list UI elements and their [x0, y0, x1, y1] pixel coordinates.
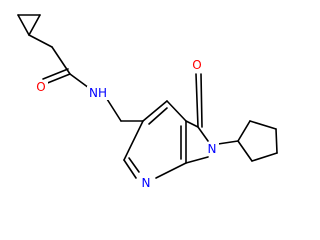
- cyclopentyl-bond: [251, 152, 278, 162]
- cyclopentyl-bond: [249, 120, 277, 130]
- ring-bond: [123, 120, 144, 161]
- n-cyclopentyl-bond: [217, 140, 239, 145]
- n-ch2-bond: [106, 98, 122, 122]
- amide-oxygen-label: O: [36, 80, 45, 94]
- cyclopentyl-bond: [237, 120, 251, 142]
- molecule-canvas: O NH O N N: [17, 14, 278, 190]
- lactam-carbonyl-bond: [200, 73, 203, 128]
- lactam-carbonyl-bond: [195, 73, 199, 128]
- cyclopentyl-bond: [237, 140, 253, 162]
- pyridine-nitrogen-atom: N: [139, 176, 153, 190]
- cyclopropyl-bond: [17, 14, 30, 36]
- lactam-oxygen-label: O: [192, 58, 201, 72]
- lactam-ring-bond: [185, 156, 209, 164]
- amide-nitrogen-label: NH: [89, 86, 107, 100]
- aromatic-inner-bond: [128, 157, 140, 173]
- aromatic-inner-bond: [148, 107, 168, 125]
- carbonyl-double-bond: [44, 73, 71, 85]
- lactam-nitrogen-label: N: [208, 142, 217, 156]
- amide-c-n-bond: [69, 73, 90, 89]
- ch2-bond: [28, 34, 53, 48]
- ring-bond: [123, 159, 137, 179]
- lactam-ring-bond: [185, 120, 199, 128]
- lactam-oxygen-atom: O: [190, 58, 204, 72]
- ring-bond: [166, 100, 187, 122]
- ring-bond: [155, 162, 187, 179]
- lactam-nitrogen-atom: N: [205, 142, 219, 156]
- cyclopentyl-bond: [275, 128, 278, 154]
- amide-nitrogen-atom: NH: [87, 86, 109, 100]
- pyridine-nitrogen-label: N: [142, 176, 151, 190]
- ring-bond: [142, 100, 168, 122]
- amide-oxygen-atom: O: [34, 80, 48, 94]
- atom-label-layer: O NH O N N: [34, 58, 219, 190]
- carbonyl-double-bond: [42, 68, 69, 80]
- cyclopropyl-bond: [28, 14, 41, 36]
- lactam-ring-bond: [197, 126, 209, 142]
- bond-layer: [17, 14, 278, 179]
- molecule-structure: O NH O N N: [17, 14, 278, 190]
